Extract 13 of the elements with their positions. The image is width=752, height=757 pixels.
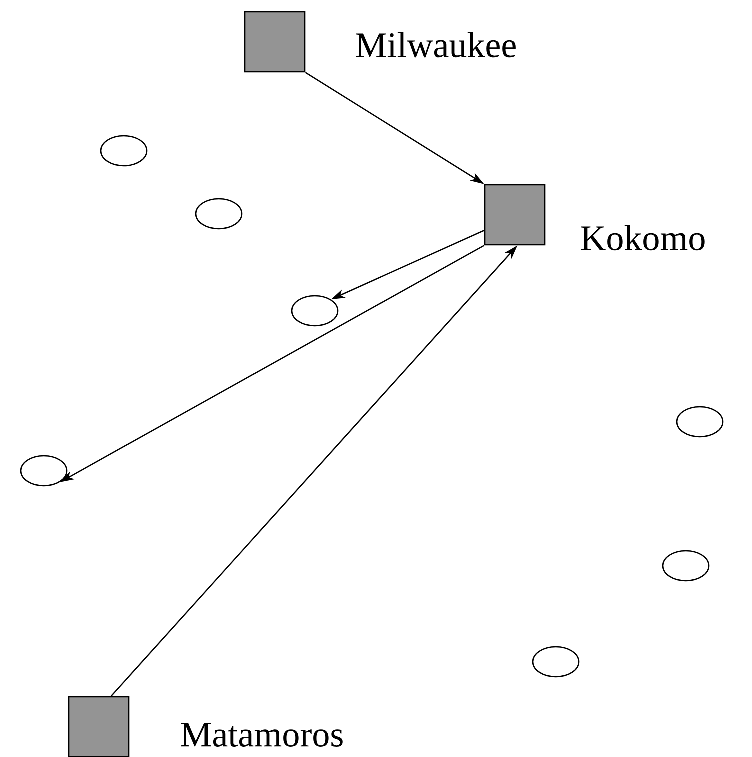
place-label: Milwaukee <box>356 32 516 58</box>
ellipse <box>195 198 243 230</box>
ellipse <box>100 135 148 167</box>
ellipse <box>676 406 724 438</box>
site-square <box>68 696 130 757</box>
place-label: Matamoros <box>181 723 343 747</box>
site-square <box>484 184 546 246</box>
site-square <box>244 11 306 73</box>
place-label: Kokomo <box>581 225 705 251</box>
ellipse <box>662 550 710 582</box>
ellipse <box>291 295 339 327</box>
ellipse <box>20 455 68 487</box>
ellipse <box>532 646 580 678</box>
